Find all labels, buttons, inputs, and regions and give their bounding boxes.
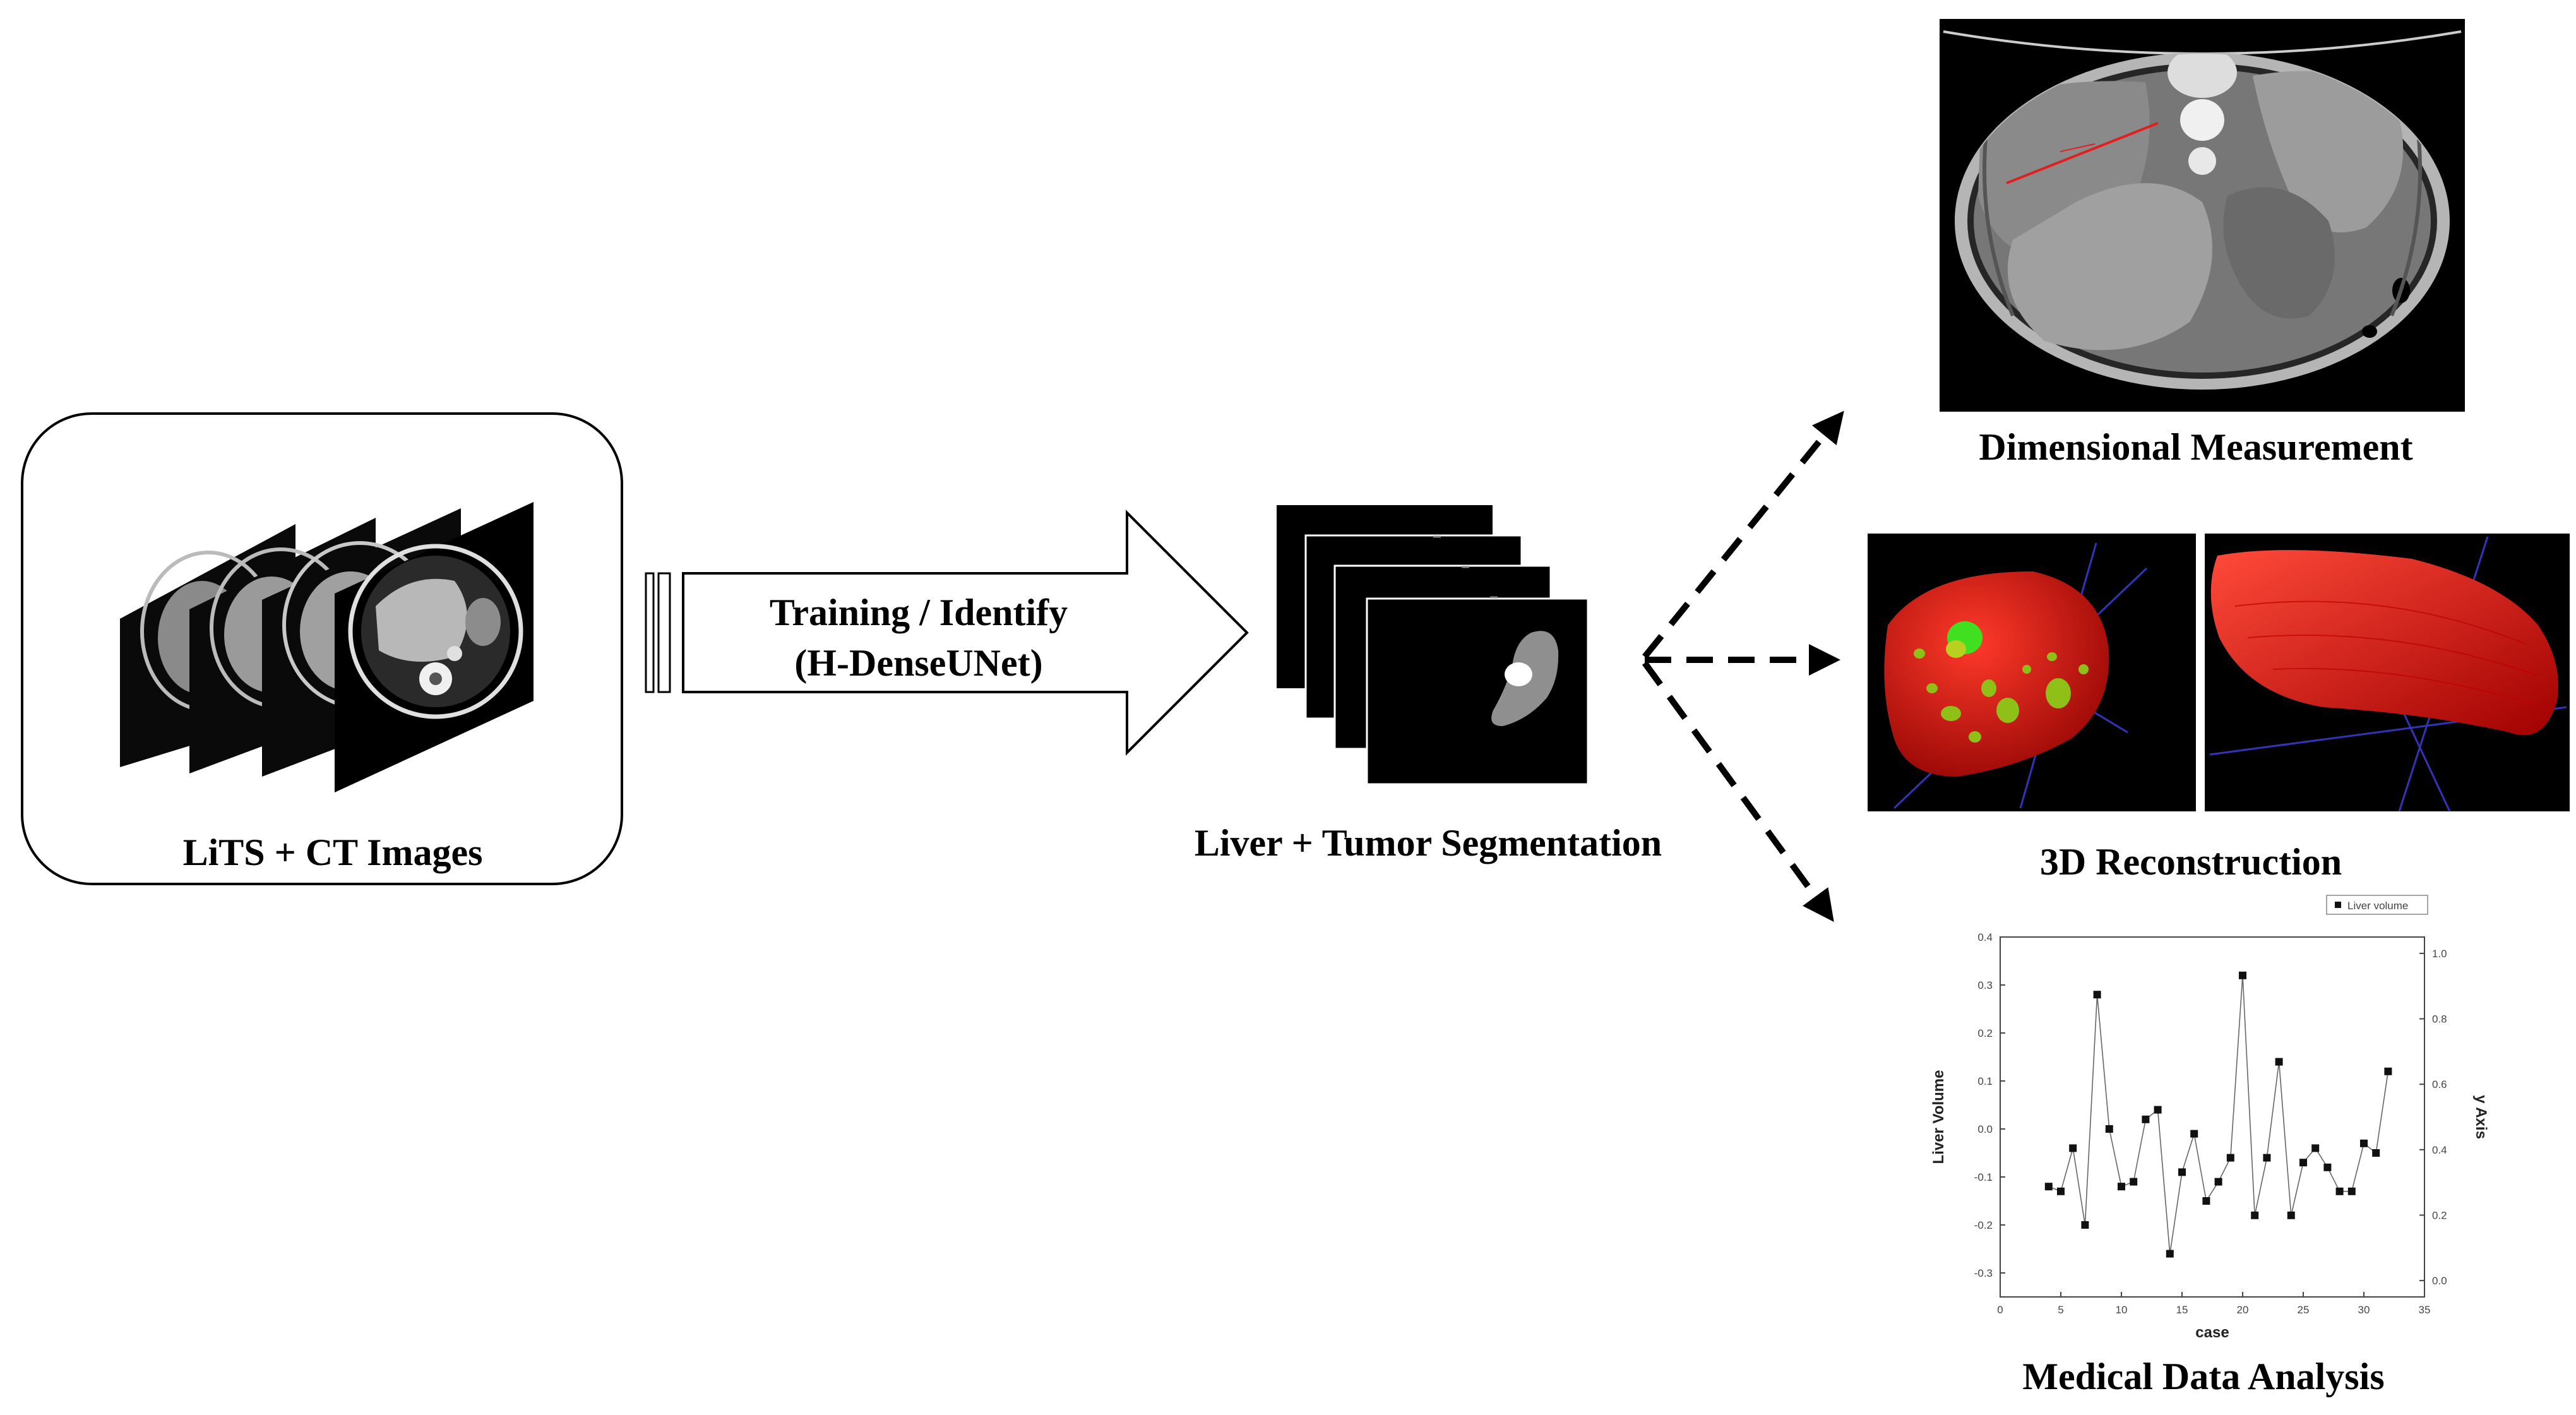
data-point bbox=[2166, 1250, 2174, 1258]
data-point bbox=[2214, 1178, 2222, 1186]
input-panel-caption: LiTS + CT Images bbox=[183, 832, 483, 873]
arrow-tail-bar-1 bbox=[645, 572, 655, 693]
analysis-chart: 0 5 10 15 20 25 30 35 -0.3 -0.2 -0.1 0.0 0.1 0.2 0.3 0.… bbox=[1930, 895, 2490, 1397]
x-tick-label: 5 bbox=[2058, 1304, 2063, 1316]
chart-ticks: 0 5 10 15 20 25 30 35 -0.3 -0.2 -0.1 0.0 0.1 0.2 0.3 0.… bbox=[1974, 931, 2447, 1316]
data-point bbox=[2251, 1211, 2259, 1219]
x-tick-label: 30 bbox=[2358, 1304, 2370, 1316]
legend-marker bbox=[2335, 902, 2341, 908]
y2-axis-label: y Axis bbox=[2472, 1095, 2490, 1139]
tumor-mask bbox=[1505, 662, 1532, 686]
x-tick-label: 25 bbox=[2298, 1304, 2310, 1316]
seg-slice-4 bbox=[1366, 597, 1589, 785]
data-point bbox=[2287, 1211, 2295, 1219]
ct-slice-4 bbox=[335, 502, 534, 792]
arrow-tail-bar-2 bbox=[657, 572, 671, 693]
y-tick-label: 0.2 bbox=[1977, 1027, 1993, 1039]
data-point bbox=[2311, 1144, 2320, 1152]
y-tick-label: 0.0 bbox=[1977, 1123, 1993, 1135]
data-point bbox=[2081, 1221, 2089, 1229]
data-point bbox=[2093, 991, 2101, 999]
reconstruction-panel: 3D Reconstruction bbox=[1868, 534, 2570, 883]
data-point bbox=[2105, 1125, 2113, 1133]
data-point bbox=[2069, 1144, 2077, 1152]
data-point bbox=[2239, 971, 2246, 979]
arrow-label: Training / Identify bbox=[770, 592, 1068, 633]
x-tick-label: 15 bbox=[2176, 1304, 2188, 1316]
data-point bbox=[2130, 1178, 2138, 1186]
reconstruction-caption: 3D Reconstruction bbox=[2040, 841, 2342, 883]
legend-box bbox=[2326, 895, 2428, 915]
y2-tick-label: 0.2 bbox=[2432, 1209, 2447, 1221]
data-point bbox=[2360, 1139, 2368, 1147]
arrow-to-analysis bbox=[1642, 661, 1834, 922]
data-point bbox=[2118, 1183, 2125, 1191]
data-point bbox=[2154, 1106, 2162, 1114]
y-axis-label: Liver Volume bbox=[1930, 1070, 1947, 1164]
chart-marks bbox=[2044, 971, 2392, 1258]
data-point bbox=[2323, 1163, 2332, 1171]
y-tick-label: 0.1 bbox=[1977, 1075, 1993, 1087]
plot-area bbox=[2000, 936, 2425, 1298]
liver-3d-model-side bbox=[2210, 550, 2558, 736]
arrow-body bbox=[682, 510, 1249, 756]
data-point bbox=[2347, 1187, 2356, 1195]
data-point bbox=[2275, 1058, 2283, 1066]
measurement-line bbox=[2006, 122, 2159, 184]
y2-tick-label: 1.0 bbox=[2432, 948, 2447, 960]
y2-tick-label: 0.8 bbox=[2432, 1013, 2447, 1025]
x-tick-label: 20 bbox=[2237, 1304, 2249, 1316]
data-point bbox=[2190, 1130, 2198, 1138]
input-panel: LiTS + CT Images bbox=[21, 412, 623, 885]
data-point bbox=[2226, 1154, 2234, 1162]
legend-entry: Liver volume bbox=[2347, 900, 2408, 912]
data-point bbox=[2384, 1067, 2392, 1075]
measurement-panel: Dimensional Measurement bbox=[1940, 19, 2465, 468]
data-point bbox=[2372, 1149, 2380, 1157]
y2-tick-label: 0.4 bbox=[2432, 1144, 2447, 1156]
data-point bbox=[2142, 1115, 2150, 1123]
y-tick-label: 0.3 bbox=[1977, 979, 1993, 991]
data-point bbox=[2299, 1159, 2307, 1167]
segmentation-stack: Liver + Tumor Segmentation bbox=[1195, 505, 1662, 864]
data-point bbox=[2044, 1183, 2053, 1191]
data-point bbox=[2202, 1197, 2210, 1205]
chart-legend: Liver volume bbox=[2326, 895, 2428, 915]
arrow-sublabel: (H-DenseUNet) bbox=[794, 642, 1042, 684]
data-point bbox=[2263, 1154, 2271, 1162]
data-point bbox=[2178, 1168, 2186, 1176]
y-tick-label: -0.1 bbox=[1974, 1171, 1993, 1183]
x-axis-label: case bbox=[2195, 1324, 2229, 1341]
branch-arrows bbox=[1642, 410, 1844, 922]
analysis-caption: Medical Data Analysis bbox=[2022, 1356, 2384, 1397]
liver-3d-model bbox=[1884, 571, 2109, 777]
y-tick-label: -0.3 bbox=[1974, 1267, 1993, 1279]
segmentation-caption: Liver + Tumor Segmentation bbox=[1195, 822, 1662, 864]
y-tick-label: 0.4 bbox=[1977, 931, 1993, 943]
y2-tick-label: 0.6 bbox=[2432, 1078, 2447, 1090]
arrow-to-measurement bbox=[1642, 410, 1844, 659]
data-point bbox=[2335, 1187, 2344, 1195]
training-arrow: Training / Identify (H-DenseUNet) bbox=[645, 510, 1249, 756]
measurement-caption: Dimensional Measurement bbox=[1979, 426, 2412, 468]
x-tick-label: 0 bbox=[1997, 1304, 2003, 1316]
data-point bbox=[2057, 1187, 2065, 1195]
y-tick-label: -0.2 bbox=[1974, 1219, 1993, 1231]
x-tick-label: 35 bbox=[2419, 1304, 2431, 1316]
x-tick-label: 10 bbox=[2116, 1304, 2128, 1316]
y2-tick-label: 0.0 bbox=[2432, 1275, 2447, 1287]
